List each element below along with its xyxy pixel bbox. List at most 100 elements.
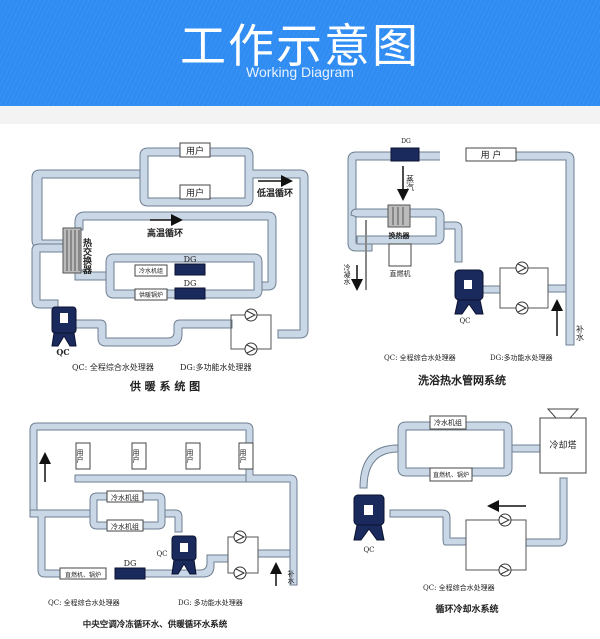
chiller-box xyxy=(106,519,144,532)
dg-unit-icon xyxy=(174,263,206,276)
pump-frame xyxy=(465,519,527,571)
label-heat-exchanger: 热交换器 xyxy=(81,237,93,275)
label-user: 用户 xyxy=(186,187,204,199)
label-chiller: 冷水机组 xyxy=(111,493,139,502)
direct-fired-boiler-box xyxy=(429,467,473,482)
pipe-pump-to-main xyxy=(547,284,567,293)
pipe-to-qc xyxy=(359,444,399,489)
label-direct-fired: 直燃机 xyxy=(390,269,411,278)
pipe-qc-to-pump xyxy=(481,285,501,294)
direct-fired-box xyxy=(388,243,412,267)
panel-title: 供 暖 系 统 图 xyxy=(129,379,200,393)
label-qc: QC xyxy=(56,347,69,357)
label-boiler: 供暖锅炉 xyxy=(139,291,163,299)
panel-bg xyxy=(22,412,312,634)
label-condensate: 冷凝水 xyxy=(343,263,351,285)
user-box xyxy=(185,442,201,470)
pipe-main-loop xyxy=(347,151,575,346)
pipe-hx-to-branch xyxy=(74,269,107,281)
label-low-temp-loop: 低温循环 xyxy=(256,187,293,199)
label-user: 用户 xyxy=(76,449,84,464)
label-dg: DG xyxy=(184,279,197,288)
label-qc: QC xyxy=(156,550,167,558)
user-box xyxy=(465,147,517,162)
legend-dg: DG: 多功能水处理器 xyxy=(178,598,243,607)
panel-cooling-water: 冷水机组 直燃机、锅炉 冷却塔 QC QC: 全程综合水处理器 循环冷却水系统 xyxy=(336,405,590,627)
legend-dg: DG:多功能水处理器 xyxy=(490,353,553,362)
user-box xyxy=(179,142,211,158)
user-box xyxy=(75,442,91,470)
chiller-box xyxy=(106,490,144,503)
panel-bg xyxy=(336,133,590,395)
label-makeup-water: 补水 xyxy=(287,569,295,584)
legend-qc: QC: 全程综合水处理器 xyxy=(48,598,120,607)
pipe-user-return xyxy=(74,474,247,483)
pump-icon xyxy=(233,530,247,544)
label-direct-fired-boiler: 直燃机、锅炉 xyxy=(65,571,101,579)
pipe-chiller-loop xyxy=(397,421,513,477)
page-subtitle: Working Diagram xyxy=(246,64,354,80)
pipe-user-loop xyxy=(139,147,309,339)
panel-central-ac: 用户 用户 用户 用户 冷水机组 冷水机组 直燃机、锅炉 DG QC 补水 QC… xyxy=(22,412,312,634)
label-user: 用户 xyxy=(239,449,247,464)
cooling-tower-icon xyxy=(539,408,587,474)
legend-qc: QC: 全程综合水处理器 xyxy=(72,362,154,372)
label-chiller: 冷水机组 xyxy=(111,522,139,531)
pipe-left-loop xyxy=(29,509,91,578)
pump-icon xyxy=(498,563,512,577)
pump-icon xyxy=(515,261,529,275)
pipe-low-temp-loop xyxy=(31,169,141,249)
pipe-to-qc xyxy=(164,509,183,533)
pipe-branch xyxy=(105,253,263,299)
legend-dg: DG:多功能水处理器 xyxy=(180,362,252,372)
label-user: 用户 xyxy=(186,145,204,157)
pipe-user-header xyxy=(29,422,298,586)
user-box xyxy=(179,184,211,200)
direct-fired-boiler-box xyxy=(59,567,107,580)
pump-icon xyxy=(244,342,258,356)
label-chiller: 冷水机组 xyxy=(139,267,163,275)
label-cooling-tower: 冷却塔 xyxy=(549,439,576,451)
heat-exchanger-icon xyxy=(62,227,82,274)
dg-unit-icon xyxy=(114,567,146,580)
panel-heating-system: 用户 用户 低温循环 高温循环 热交换器 冷水机组 供暖锅炉 DG DG QC … xyxy=(22,135,312,397)
label-qc: QC xyxy=(459,317,470,325)
panel-bath-hot-water: DG 用 户 蒸汽 换热器 直燃机 冷凝水 QC 补水 QC: 全程综合水处理器… xyxy=(336,133,590,395)
label-dg: DG xyxy=(184,255,197,264)
label-dg: DG xyxy=(401,138,411,145)
qc-filter-icon xyxy=(171,535,197,575)
pipe-qc-to-pump xyxy=(75,319,233,347)
boiler-box xyxy=(134,288,168,301)
legend-qc: QC: 全程综合水处理器 xyxy=(423,583,495,592)
pump-icon xyxy=(244,308,258,322)
pump-icon xyxy=(515,301,529,315)
chiller-box xyxy=(134,264,168,277)
legend-qc: QC: 全程综合水处理器 xyxy=(384,353,456,362)
qc-filter-icon xyxy=(353,494,385,541)
panel-title: 中央空调冷冻循环水、供暖循环水系统 xyxy=(83,619,228,630)
panel-title: 洗浴热水管网系统 xyxy=(418,373,506,387)
label-chiller: 冷水机组 xyxy=(434,418,462,427)
user-box xyxy=(238,442,254,470)
chiller-box xyxy=(429,415,467,430)
pump-icon xyxy=(498,513,512,527)
divider-strip xyxy=(0,106,600,124)
dg-unit-icon xyxy=(174,287,206,300)
qc-filter-icon xyxy=(51,306,77,347)
label-direct-fired-boiler: 直燃机、锅炉 xyxy=(433,471,469,479)
label-heat-exchanger: 换热器 xyxy=(389,231,411,240)
label-dg: DG xyxy=(124,559,137,568)
header-banner: 工作示意图 Working Diagram xyxy=(0,0,600,106)
label-high-temp-loop: 高温循环 xyxy=(147,227,183,239)
page-title: 工作示意图 xyxy=(180,19,420,73)
dg-unit-icon xyxy=(390,147,420,162)
label-user: 用 户 xyxy=(481,149,502,161)
user-box xyxy=(131,442,147,470)
label-makeup-water: 补水 xyxy=(576,324,585,341)
label-user: 用户 xyxy=(132,449,140,464)
heat-exchanger-icon xyxy=(387,204,411,228)
pipe-pump-out xyxy=(257,549,291,558)
qc-filter-icon xyxy=(454,269,484,315)
pump-icon xyxy=(233,566,247,580)
